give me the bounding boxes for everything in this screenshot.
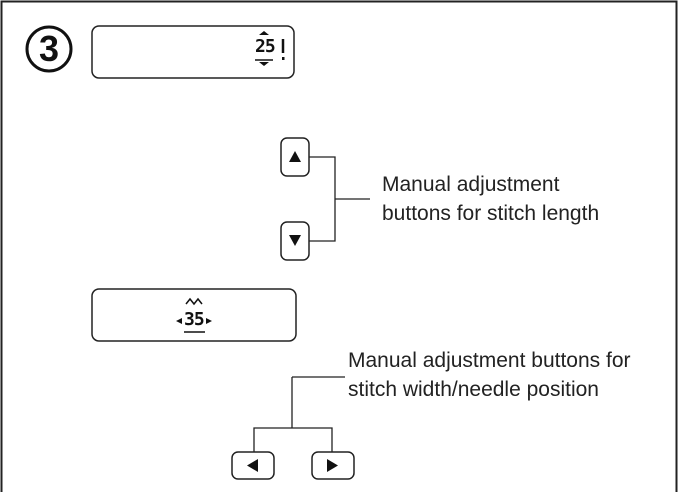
step-number: 3 bbox=[38, 28, 60, 69]
width-right-button[interactable] bbox=[312, 452, 354, 479]
middle-display-value: 35 bbox=[184, 309, 205, 330]
length-bracket-line bbox=[309, 156, 336, 242]
width-bracket-line bbox=[253, 427, 333, 452]
top-lcd-display-frame bbox=[91, 25, 295, 79]
triangle-down-icon bbox=[289, 235, 301, 246]
triangle-up-icon bbox=[289, 151, 301, 162]
length-label-line2: buttons for stitch length bbox=[382, 202, 600, 225]
stitch-length-down-button[interactable] bbox=[281, 222, 309, 260]
triangle-right-icon bbox=[327, 459, 338, 472]
width-label-line2: stitch width/needle position bbox=[348, 378, 599, 401]
width-left-button-frame bbox=[231, 451, 275, 480]
width-label-line1: Manual adjustment buttons for bbox=[348, 349, 631, 372]
triangle-left-icon bbox=[247, 459, 258, 472]
step-number-circle bbox=[25, 25, 73, 73]
stitch-width-zigzag-icon bbox=[176, 297, 212, 333]
width-right-button-frame bbox=[311, 451, 355, 480]
length-label-line1: Manual adjustment bbox=[382, 173, 560, 196]
middle-lcd-display-frame bbox=[91, 288, 297, 342]
width-left-button[interactable] bbox=[232, 452, 274, 479]
top-display-value: 25 bbox=[255, 36, 276, 57]
stitch-length-up-button[interactable] bbox=[281, 138, 309, 176]
stitch-length-updown-icon bbox=[255, 31, 285, 66]
